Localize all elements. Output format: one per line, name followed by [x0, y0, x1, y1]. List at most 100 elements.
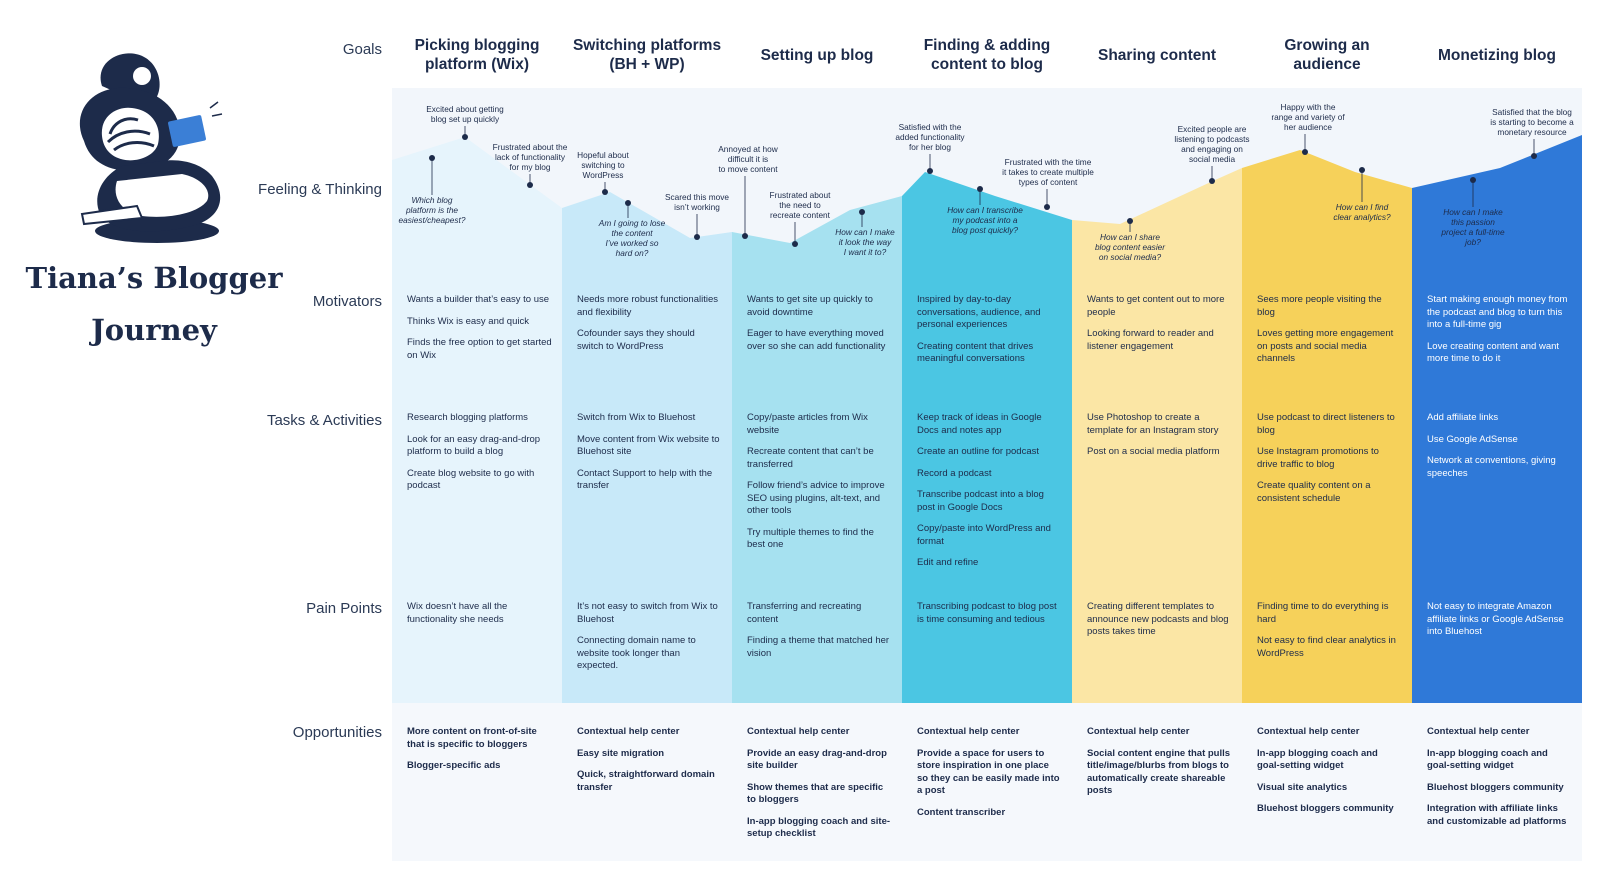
motivators-item: Start making enough money from the podca… — [1427, 294, 1568, 330]
feeling-point — [792, 241, 798, 247]
feeling-area-2 — [562, 192, 732, 272]
goal-line: Switching platforms — [572, 37, 722, 54]
feeling-note-line: lack of functionality — [495, 152, 566, 162]
goal-line: Setting up blog — [760, 47, 874, 64]
opportunities-item: Integration with affiliate links and cus… — [1427, 803, 1567, 827]
feeling-note-line: Happy with the — [1281, 102, 1336, 112]
motivators-item: Love creating content and want more time… — [1427, 340, 1560, 365]
feeling-point — [429, 155, 435, 161]
feeling-note-line: blog post quickly? — [952, 225, 1018, 235]
pain-item: Transcribing podcast to blog post is tim… — [917, 601, 1057, 625]
goal-line: Picking blogging — [414, 37, 540, 54]
goal-line: (BH + WP) — [609, 56, 685, 73]
pain-item: Connecting domain name to website took l… — [577, 635, 696, 671]
tasks-cell-4: Keep track of ideas in Google Docs and n… — [917, 412, 1062, 579]
pain-item: Finding a theme that matched her vision — [747, 635, 890, 659]
feeling-point — [1359, 167, 1365, 173]
tasks-item: Look for an easy drag-and-drop platform … — [407, 433, 541, 458]
row-label-tasks: Tasks & Activities — [266, 412, 382, 429]
feeling-note-line: my podcast into a — [952, 215, 1017, 225]
feeling-note-line: for her blog — [909, 142, 951, 152]
feeling-note-line: How can I share — [1100, 232, 1160, 242]
feeling-note-line: Which blog — [411, 195, 452, 205]
tasks-item: Contact Support to help with the transfe… — [577, 467, 713, 492]
tasks-item: Create blog website to go with podcast — [407, 467, 535, 492]
stage-goal-2: Switching platforms (BH + WP) — [562, 36, 732, 74]
feeling-point — [1302, 149, 1308, 155]
goal-line: audience — [1293, 56, 1361, 73]
tasks-item: Transcribe podcast into a blog post in G… — [917, 489, 1044, 513]
row-label-motivators: Motivators — [312, 293, 382, 310]
motivators-cell-4: Inspired by day-to-day conversations, au… — [917, 294, 1062, 375]
tasks-item: Move content from Wix website to Bluehos… — [577, 433, 720, 458]
opportunities-item: Contextual help center — [917, 726, 1020, 737]
motivators-item: Looking forward to reader and listener e… — [1087, 328, 1214, 352]
feeling-area-7 — [1412, 135, 1582, 272]
feeling-area-1 — [392, 137, 562, 272]
feeling-note-line: types of content — [1019, 177, 1078, 187]
feeling-note-line: job? — [1464, 237, 1481, 247]
tasks-item: Network at conventions, giving speeches — [1427, 455, 1556, 479]
feeling-point — [859, 209, 865, 215]
feeling-note-line: and engaging on — [1181, 144, 1243, 154]
pain-item: Transferring and recreating content — [747, 601, 862, 625]
feeling-point — [602, 189, 608, 195]
feeling-note-line: I’ve worked so — [605, 238, 658, 248]
opportunities-item: Bluehost bloggers community — [1257, 803, 1394, 814]
feeling-note-line: Frustrated about the — [493, 142, 568, 152]
tasks-item: Follow friend’s advice to improve SEO us… — [747, 480, 885, 516]
tasks-item: Recreate content that can’t be transferr… — [747, 446, 874, 470]
feeling-point — [1470, 177, 1476, 183]
feeling-note-line: isn’t working — [674, 202, 720, 212]
opportunities-item: Easy site migration — [577, 747, 665, 759]
page-title: Tiana’s Blogger Journey — [14, 252, 294, 356]
feeling-note-line: Hopeful about — [577, 150, 629, 160]
opportunities-item: Contextual help center — [1257, 726, 1360, 737]
tasks-item: Edit and refine — [917, 557, 979, 568]
feeling-area-3 — [732, 196, 902, 272]
opportunities-item: Show themes that are specific to blogger… — [747, 781, 884, 806]
tasks-item: Use Google AdSense — [1427, 433, 1518, 445]
tasks-item: Try multiple themes to find the best one — [747, 526, 874, 551]
row-label-pain-points: Pain Points — [306, 600, 382, 617]
feeling-note-line: switching to — [581, 160, 625, 170]
motivators-item: Sees more people visiting the blog — [1257, 294, 1382, 318]
tasks-item: Post on a social media platform — [1087, 446, 1220, 457]
feeling-area-6 — [1242, 150, 1412, 272]
motivators-item: Cofounder says they should switch to Wor… — [577, 328, 695, 352]
motivators-item: Thinks Wix is easy and quick — [407, 315, 529, 327]
pain-cell-2: It’s not easy to switch from Wix to Blue… — [577, 601, 722, 682]
stage-column-1 — [392, 272, 562, 703]
stage-column-5 — [1072, 272, 1242, 703]
feeling-area-4 — [902, 172, 1072, 272]
motivators-cell-3: Wants to get site up quickly to avoid do… — [747, 294, 892, 362]
opportunities-item: In-app blogging coach and site-setup che… — [747, 815, 891, 840]
opportunities-item: Visual site analytics — [1257, 781, 1348, 793]
pain-cell-1: Wix doesn’t have all the functionality s… — [407, 601, 552, 635]
feeling-note-line: for my blog — [509, 162, 550, 172]
feeling-note-line: WordPress — [583, 170, 624, 180]
tasks-item: Keep track of ideas in Google Docs and n… — [917, 412, 1042, 436]
motivators-item: Wants a builder that’s easy to use — [407, 294, 550, 305]
motivators-item: Needs more robust functionalities and fl… — [577, 294, 718, 318]
tasks-item: Research blogging platforms — [407, 412, 528, 423]
woman-with-laptop-illustration — [79, 53, 223, 243]
stage-column-6 — [1242, 272, 1412, 703]
tasks-cell-5: Use Photoshop to create a template for a… — [1087, 412, 1232, 468]
tasks-item: Use Instagram promotions to drive traffi… — [1257, 446, 1379, 470]
motivators-item: Wants to get site up quickly to avoid do… — [747, 294, 873, 318]
feeling-note-line: it takes to create multiple — [1002, 167, 1094, 177]
feeling-note-line: Frustrated about — [770, 190, 832, 200]
